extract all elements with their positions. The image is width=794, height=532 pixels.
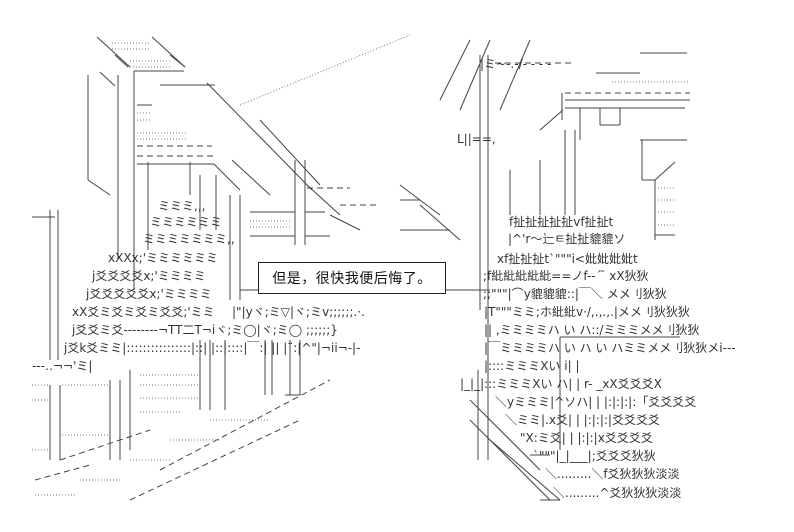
aa-line: ミミミミミミミ,, (143, 232, 235, 246)
aa-line: || ,ミミミミハ い ハ::/ミミミメメ刂狄狄 (484, 323, 699, 337)
aa-line: L||==, (457, 132, 496, 146)
aa-line: j爻爻ミ爻--------¬TT二T¬iヾ;ミ◯|ヾ;ミ◯ ;;;;;;} (71, 323, 338, 337)
speech-box: 但是，很快我便后悔了。 (258, 262, 446, 294)
aa-line: ---‥¬¬'ミ| (32, 359, 92, 373)
aa-line: j爻k爻ミミ|::::::::::::::::|::| |::|::::|￣:|… (63, 341, 360, 355)
aa-line: ＼.........^爻狄狄狄淡淡 (553, 486, 681, 500)
aa-line: xXXx;'ミミミミミミ (108, 251, 218, 265)
aa-line: |_|_|:::ミミミXい ハ| | r- _xX爻爻爻X (460, 377, 662, 391)
aa-line: |"|yヾ;ミ▽|ヾ;ミv;;;;;;.·. (232, 305, 365, 319)
right-structures (399, 39, 690, 460)
aa-line: |T"""ミミ;ホ紕紕v·/,.,.,.|メメ刂狄狄狄 (484, 304, 690, 319)
speech-text: 但是，很快我便后悔了。 (272, 271, 432, 287)
left-building (87, 36, 217, 290)
aa-line: ;f紕紕紕紕紕==ノf--´ ̄ xX狄狄 (483, 268, 649, 283)
aa-line: |￣ミミミミハ い ハ い ハミミメメ刂狄狄メi--- (484, 341, 736, 355)
aa-line: "X:ミ爻| | |:|:|x爻爻爻爻 (520, 431, 653, 445)
left-pillars (32, 210, 301, 460)
aa-line: `"""|_|___|;爻爻爻狄狄 (533, 449, 656, 463)
aa-line: |^'r〜辷ㅌ扯扯貔貔ソ (508, 231, 625, 246)
diagonal-beams (160, 34, 411, 231)
aa-line: ＼ミミ|.x爻| | |:|:|:|爻爻爻爻 (505, 413, 660, 427)
aa-line: j爻爻爻爻x;'ミミミミ (91, 269, 206, 283)
aa-line: ＼yミミミ|^ソハ| | |:|:|:|:「爻爻爻爻 (495, 395, 696, 409)
ground-lines (34, 379, 561, 501)
aa-line: ;;"""|⌒y貔貔貔::|￣＼ メメ刂狄狄 (483, 287, 667, 301)
aa-line: ミミミ,,, (158, 199, 205, 213)
aa-line: |::::ミミミXい i| | (484, 359, 580, 373)
aa-line: xX爻ミ爻ミ爻ミ爻爻;'ミミ (72, 305, 215, 319)
aa-text-layer: f扯扯扯扯扯vf扯扯t |^'r〜辷ㅌ扯扯貔貔ソ xf扯扯扯t`"""i<妣妣妣… (32, 57, 736, 500)
aa-line: ミミミミミミ (150, 215, 222, 229)
aa-line: j爻爻爻爻爻x;'ミミミミ (85, 287, 212, 301)
aa-line: f扯扯扯扯扯vf扯扯t (509, 214, 614, 229)
aa-line: xf扯扯扯t`"""i<妣妣妣妣t (497, 251, 638, 266)
aa-line: ＼.........＼f爻狄狄狄淡淡 (545, 467, 680, 481)
aa-line: |ミ~-.-/- - - - (480, 57, 551, 71)
